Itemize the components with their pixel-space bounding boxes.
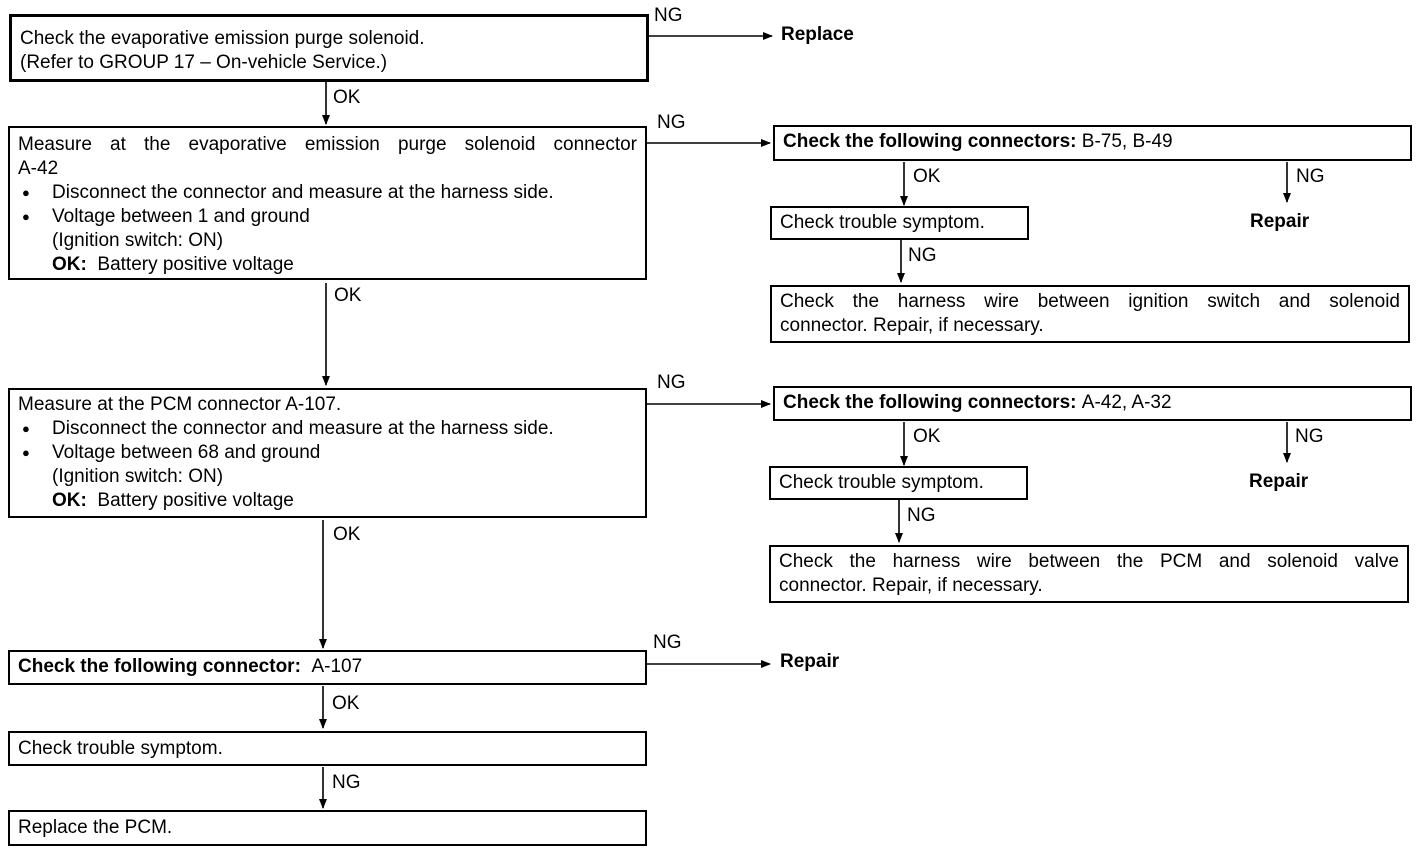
label-ok-r1: OK <box>913 166 941 187</box>
box4-bold: Check the following connector: <box>18 656 301 677</box>
label-ng-r1-symptom: NG <box>908 245 937 266</box>
label-ok-box4: OK <box>332 693 360 714</box>
box3-ok-key: OK: <box>52 490 87 511</box>
r2-harness-line1: Check the harness wire between the PCM a… <box>779 551 1399 572</box>
r1-symptom-text: Check trouble symptom. <box>780 212 985 233</box>
box6-text: Replace the PCM. <box>18 817 173 838</box>
box2-bullet1: Disconnect the connector and measure at … <box>18 181 637 205</box>
outcome-replace: Replace <box>781 24 854 45</box>
label-ng-r2-symptom: NG <box>907 505 936 526</box>
box2-line1: Measure at the evaporative emission purg… <box>18 134 637 155</box>
label-ok-box1: OK <box>333 87 361 108</box>
box3-line1: Measure at the PCM connector A-107. <box>18 394 342 415</box>
box-replace-pcm: Replace the PCM. <box>8 810 647 846</box>
box-check-trouble-symptom: Check trouble symptom. <box>8 731 647 766</box>
r2-harness-line2: connector. Repair, if necessary. <box>779 575 1043 596</box>
box3-ok: OK: Battery positive voltage <box>18 489 637 513</box>
label-ng-box2: NG <box>657 112 686 133</box>
box2-bullet2: Voltage between 1 and ground <box>18 205 637 229</box>
label-ng-box4: NG <box>653 632 682 653</box>
box3-bullet2: Voltage between 68 and ground <box>18 441 637 465</box>
box-r2-check-trouble-symptom: Check trouble symptom. <box>769 466 1028 500</box>
box2-ok-val: Battery positive voltage <box>97 254 294 275</box>
label-ok-r2: OK <box>913 426 941 447</box>
r2-symptom-text: Check trouble symptom. <box>779 472 984 493</box>
label-ok-box3: OK <box>333 524 361 545</box>
label-ng-r1: NG <box>1296 166 1325 187</box>
box1-line2: (Refer to GROUP 17 – On-vehicle Service.… <box>20 52 388 73</box>
box-check-connectors-a42-a32: Check the following connectors: A-42, A-… <box>773 386 1412 421</box>
box1-line1: Check the evaporative emission purge sol… <box>20 28 425 49</box>
box2-ok-key: OK: <box>52 254 87 275</box>
box-r1-check-trouble-symptom: Check trouble symptom. <box>770 206 1029 240</box>
box-check-harness-pcm: Check the harness wire between the PCM a… <box>769 545 1409 603</box>
box3-bullet1: Disconnect the connector and measure at … <box>18 417 637 441</box>
box-check-connector-a107: Check the following connector: A-107 <box>8 650 647 685</box>
label-ng-r2: NG <box>1295 426 1324 447</box>
r2-bold: Check the following connectors: <box>783 392 1077 413</box>
box-measure-solenoid-connector: Measure at the evaporative emission purg… <box>8 126 647 280</box>
box5-text: Check trouble symptom. <box>18 738 223 759</box>
r1-harness-line2: connector. Repair, if necessary. <box>780 315 1044 336</box>
outcome-repair-a107: Repair <box>780 651 840 672</box>
r2-value: A-42, A-32 <box>1081 392 1172 413</box>
box2-ok: OK: Battery positive voltage <box>18 253 637 277</box>
box4-value: A-107 <box>311 656 363 677</box>
label-ok-box2: OK <box>334 285 362 306</box>
box-measure-pcm-connector: Measure at the PCM connector A-107. Disc… <box>8 388 647 518</box>
outcome-repair-r2: Repair <box>1249 471 1309 492</box>
box-check-harness-ignition: Check the harness wire between ignition … <box>770 285 1410 343</box>
r1-harness-line1: Check the harness wire between ignition … <box>780 291 1400 312</box>
box2-sub: (Ignition switch: ON) <box>52 230 224 251</box>
r1-value: B-75, B-49 <box>1081 131 1173 152</box>
box3-sub: (Ignition switch: ON) <box>52 466 224 487</box>
box-check-purge-solenoid: Check the evaporative emission purge sol… <box>9 14 649 82</box>
label-ng-box3: NG <box>657 372 686 393</box>
label-ng-box1: NG <box>654 5 683 26</box>
box-check-connectors-b75-b49: Check the following connectors: B-75, B-… <box>773 125 1412 161</box>
outcome-repair-r1: Repair <box>1250 211 1310 232</box>
label-ng-box5: NG <box>332 772 361 793</box>
box3-ok-val: Battery positive voltage <box>97 490 294 511</box>
box2-line2: A-42 <box>18 158 59 179</box>
r1-bold: Check the following connectors: <box>783 131 1077 152</box>
